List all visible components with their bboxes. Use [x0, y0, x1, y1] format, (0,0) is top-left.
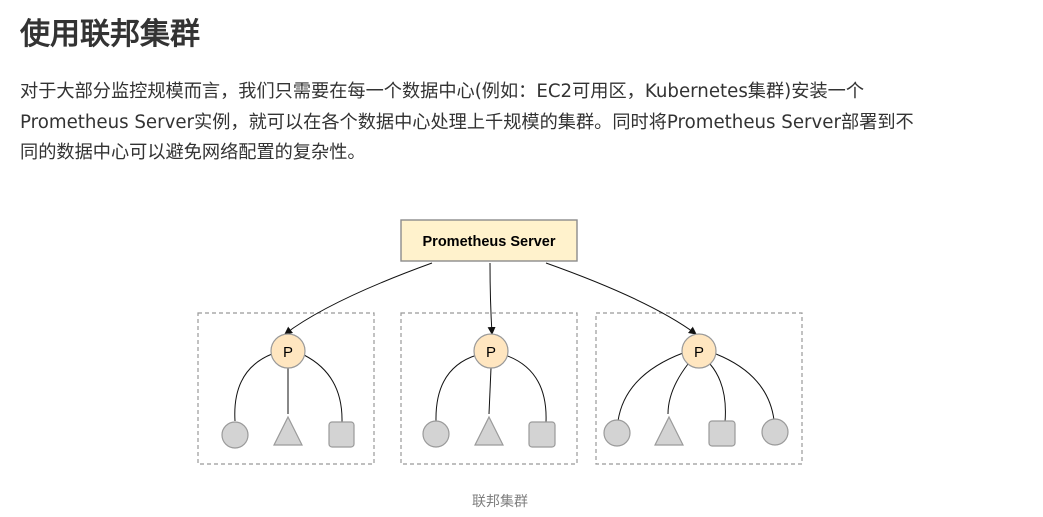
scrape-line [709, 363, 726, 423]
prometheus-node-circle [681, 333, 717, 369]
target-square-shape [528, 421, 556, 448]
figure-caption: 联邦集群 [472, 494, 528, 510]
prometheus-server-label: Prometheus Server [423, 234, 556, 250]
prometheus-node-1: P [270, 333, 306, 369]
target-circle-shape [761, 418, 789, 446]
prometheus-server-node: Prometheus Server [400, 219, 578, 262]
intro-paragraph: 对于大部分监控规模而言，我们只需要在每一个数据中心(例如：EC2可用区，Kube… [20, 77, 980, 169]
prometheus-node-circle [270, 333, 306, 369]
scrape-line [303, 354, 343, 423]
intro-line-1: 对于大部分监控规模而言，我们只需要在每一个数据中心(例如：EC2可用区，Kube… [20, 81, 865, 102]
target-square-shape [328, 421, 355, 448]
target-triangle-shape [474, 415, 504, 446]
intro-line-3: 同的数据中心可以避免网络配置的复杂性。 [20, 142, 366, 163]
prometheus-node-2: P [473, 333, 509, 369]
prometheus-node-label: P [694, 344, 704, 361]
federation-arrow-2 [487, 262, 496, 335]
target-circle-shape [221, 421, 249, 449]
scrape-line [667, 363, 689, 415]
scrape-line [504, 354, 547, 423]
federation-arrow-1 [284, 262, 433, 335]
scrape-line [234, 353, 273, 422]
page-title: 使用联邦集群 [20, 17, 200, 52]
prometheus-node-3: P [681, 333, 717, 369]
scrape-line [488, 367, 492, 415]
intro-line-2: Prometheus Server实例，就可以在各个数据中心处理上千规模的集群。… [20, 111, 914, 133]
target-square-shape [708, 420, 736, 447]
federation-arrow-3 [545, 262, 697, 335]
prometheus-node-label: P [486, 344, 496, 361]
scrape-line [435, 354, 478, 422]
target-circle-shape [603, 419, 631, 447]
target-circle-shape [422, 420, 450, 448]
scrape-line [715, 353, 775, 421]
target-triangle-shape [273, 415, 303, 446]
cluster-box-1 [197, 312, 375, 465]
target-triangle-shape [654, 415, 684, 446]
cluster-box-3 [595, 312, 803, 465]
prometheus-server-box [400, 219, 578, 262]
cluster-box-2 [400, 312, 578, 465]
prometheus-node-circle [473, 333, 509, 369]
prometheus-node-label: P [283, 344, 293, 361]
scrape-line [617, 352, 684, 422]
